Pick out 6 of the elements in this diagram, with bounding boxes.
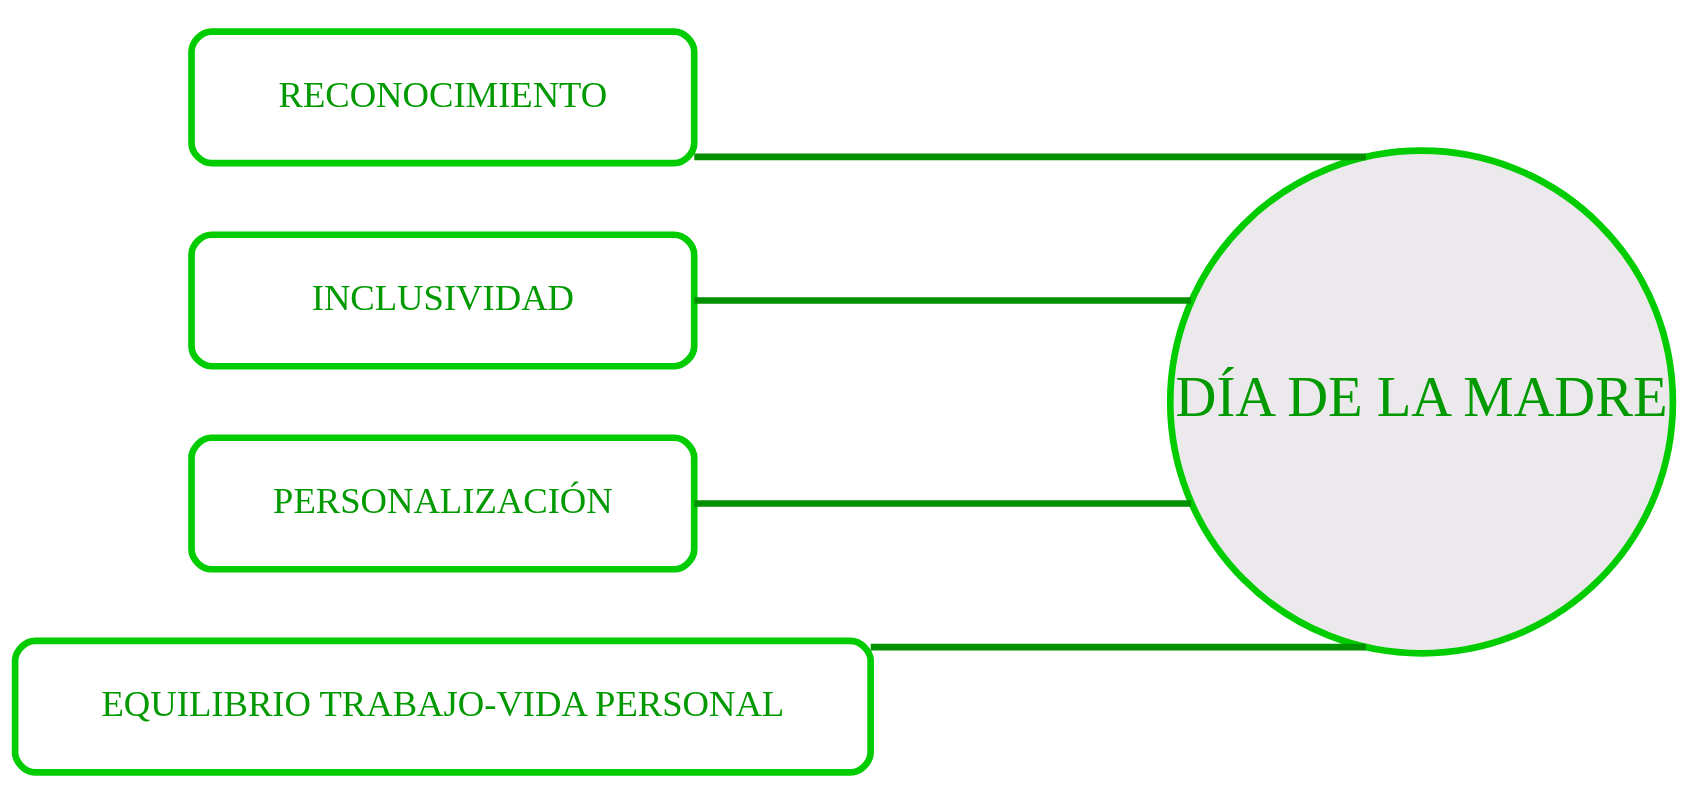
node-box: INCLUSIVIDAD <box>188 231 698 370</box>
node-box: RECONOCIMIENTO <box>188 28 698 167</box>
connector <box>870 643 1366 651</box>
node-box: PERSONALIZACIÓN <box>188 434 698 573</box>
node-box: EQUILIBRIO TRABAJO-VIDA PERSONAL <box>11 637 874 776</box>
node-circle: DÍA DE LA MADRE <box>1166 147 1677 657</box>
